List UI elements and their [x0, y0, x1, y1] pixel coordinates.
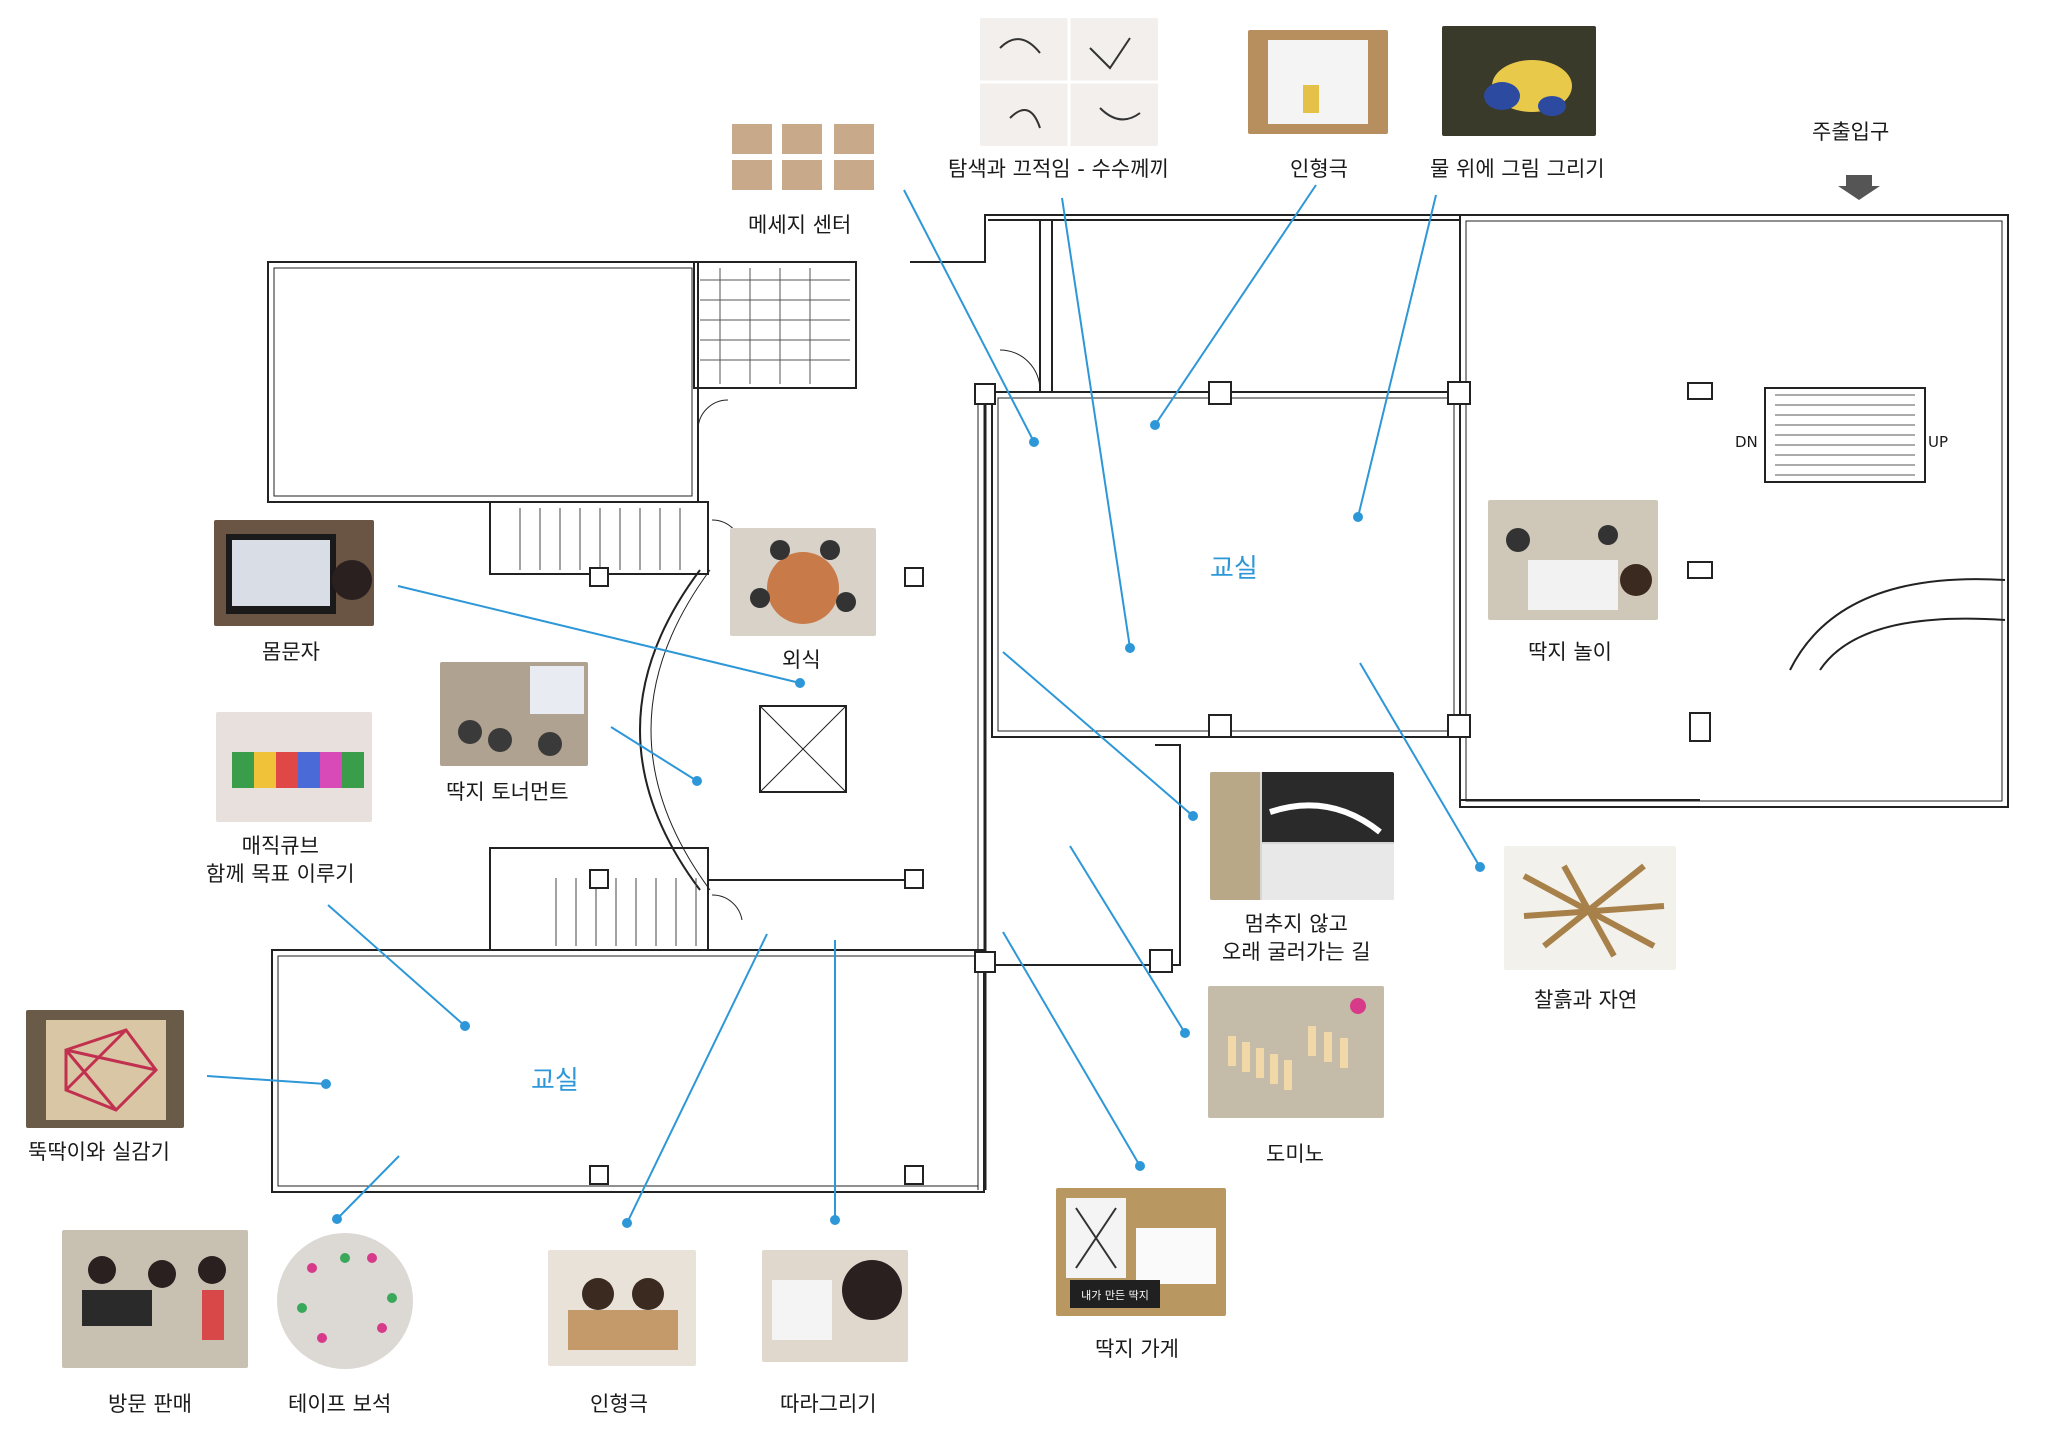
tape-jewel-photo — [272, 1228, 418, 1374]
stair-up-label: UP — [1928, 433, 1949, 451]
label-puppet-show-bottom: 인형극 — [590, 1392, 648, 1416]
upper-left-room — [267, 261, 699, 503]
elevator — [759, 705, 847, 793]
leader-lines — [206, 184, 1485, 1228]
ddakji-store-photo: 내가 만든 딱지 — [1056, 1188, 1226, 1316]
restroom — [693, 261, 857, 389]
right-stairs — [1764, 387, 1926, 483]
room-label-central: 교실 — [1210, 554, 1258, 584]
toothpick-thread-photo — [26, 1010, 184, 1128]
label-clay-and-nature: 찰흙과 자연 — [1534, 988, 1638, 1012]
body-letters-photo — [214, 520, 374, 626]
label-painting-on-water: 물 위에 그림 그리기 — [1430, 157, 1605, 181]
explore-persistence-photo — [980, 18, 1158, 146]
magic-cube-photo — [216, 712, 372, 822]
label-copy-drawing: 따라그리기 — [780, 1392, 877, 1416]
label-toothpick-thread: 뚝딱이와 실감기 — [28, 1140, 170, 1164]
domino-photo — [1208, 986, 1384, 1118]
label-door-to-door-sale: 방문 판매 — [108, 1392, 192, 1416]
walls — [267, 214, 2009, 1193]
painting-on-water-photo — [1442, 26, 1596, 136]
label-explore-persistence: 탐색과 끄적임 - 수수께끼 — [948, 157, 1169, 181]
puppet-show-top-photo — [1248, 30, 1388, 134]
main-entrance-label: 주출입구 — [1812, 120, 1890, 144]
door-to-door-sale-photo — [62, 1230, 248, 1368]
stair-down-label: DN — [1735, 433, 1758, 451]
lower-left-room — [271, 949, 985, 1193]
label-long-rolling-path: 멈추지 않고 오래 굴러가는 길 — [1222, 912, 1371, 964]
ddakji-store-banner: 내가 만든 딱지 — [1081, 1289, 1149, 1302]
label-ddakji-tournament: 딱지 토너먼트 — [446, 780, 569, 804]
copy-drawing-photo — [762, 1250, 908, 1362]
label-message-center: 메세지 센터 — [748, 213, 852, 237]
label-magic-cube: 매직큐브 함께 목표 이루기 — [206, 834, 355, 886]
label-puppet-show-top: 인형극 — [1290, 157, 1348, 181]
label-eating-out: 외식 — [782, 648, 821, 672]
message-center-photo — [730, 122, 878, 192]
label-tape-jewel: 테이프 보석 — [288, 1392, 392, 1416]
ddakji-tournament-photo — [440, 662, 588, 766]
label-domino: 도미노 — [1266, 1142, 1324, 1166]
eating-out-photo — [730, 528, 876, 636]
puppet-show-bottom-photo — [548, 1250, 696, 1366]
label-ddakji-store: 딱지 가게 — [1095, 1337, 1179, 1361]
long-rolling-path-photo — [1210, 772, 1394, 900]
label-ddakji-play: 딱지 놀이 — [1528, 640, 1612, 664]
right-hall — [1459, 214, 2009, 808]
room-label-lower-left: 교실 — [531, 1066, 579, 1096]
stairs-upper — [489, 501, 709, 575]
clay-and-nature-photo — [1504, 846, 1676, 970]
entrance-arrow-icon — [1838, 175, 1880, 200]
ddakji-play-photo — [1488, 500, 1658, 620]
stairs-lower — [489, 847, 709, 951]
label-body-letters: 몸문자 — [262, 640, 320, 664]
